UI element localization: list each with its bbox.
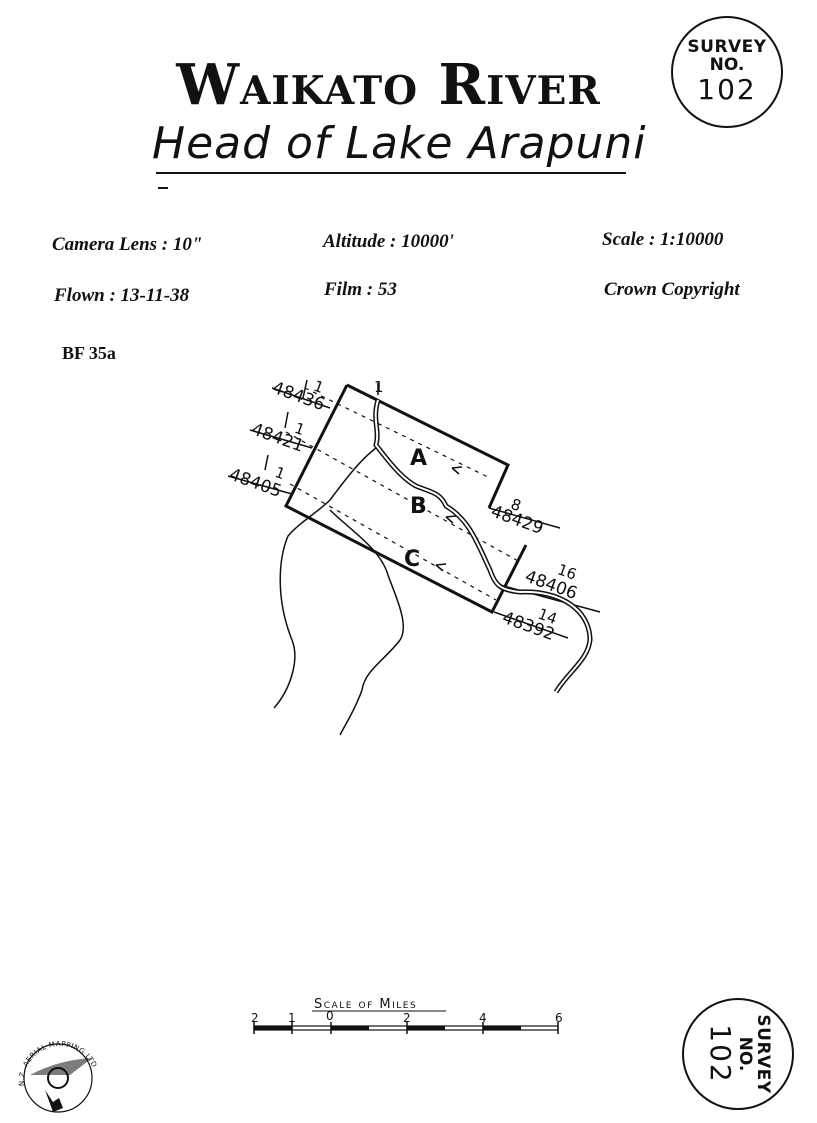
end-underline-a [488,507,561,529]
flight-line-label-a: A [410,446,427,471]
coverage-boundary [283,383,528,615]
scale-tick-label: 2 [403,1011,411,1025]
scale-tick-label: 0 [326,1009,334,1023]
camera-lens-info: Camera Lens : 10" [52,234,203,255]
copyright-info: Crown Copyright [604,279,740,300]
start-tick-b [284,411,289,429]
flight-line-label-c: C [404,547,420,572]
altitude-info: Altitude : 10000' [323,231,454,252]
subtitle-underline [156,172,626,174]
start-underline-a [271,387,331,409]
survey-stamp-bottom: SURVEY NO. 102 [682,998,794,1110]
scale-bar: Scale of Miles 2 1 0 2 4 6 [251,997,563,1034]
top-frame-marker: 1 [374,378,384,396]
end-frame-c: 14 [535,605,559,628]
stamp-number: 102 [697,73,757,107]
direction-arrow-b [445,515,457,524]
stamp-no-label: NO. [734,1036,755,1072]
flight-line-c [289,483,497,601]
end-frame-b: 16 [555,560,579,583]
sheet-reference: BF 35a [62,343,116,363]
flight-line-label-b: B [410,494,427,519]
film-info: Film : 53 [324,279,397,300]
map-title: Waikato River [176,52,601,118]
scale-tick-label: 4 [479,1011,487,1025]
scale-info: Scale : 1:10000 [602,229,724,250]
svg-text:N.Z. AERIAL MAPPING LTD.: N.Z. AERIAL MAPPING LTD. [0,0,98,1086]
stamp-no-label: NO. [709,55,745,76]
logo-text: N.Z. AERIAL MAPPING LTD. [0,0,98,1086]
stamp-survey-label: SURVEY [752,1014,773,1094]
stamp-number: 102 [703,1024,737,1084]
lake-shoreline [273,447,377,709]
river-channel [373,399,593,694]
start-underline-c [227,475,293,495]
scale-tick-label: 6 [555,1011,563,1025]
divider-mark [158,187,168,189]
end-underline-c [493,611,569,639]
scale-tick-label: 1 [288,1011,296,1025]
lake-shoreline-east [329,509,405,736]
scale-tick-label: 2 [251,1011,259,1025]
start-underline-b [249,429,313,449]
start-tick-c [264,454,269,471]
company-logo: N.Z. AERIAL MAPPING LTD. [0,0,98,1113]
flown-date-info: Flown : 13-11-38 [54,285,190,306]
start-tick-a [302,379,308,399]
direction-arrow-c [435,563,447,572]
direction-arrow-a [451,466,463,475]
map-subtitle: Head of Lake Arapuni [152,118,647,169]
flight-line-a [304,387,491,479]
survey-stamp-top: SURVEY NO. 102 [671,16,783,128]
scale-bar-title: Scale of Miles [314,997,417,1012]
stamp-survey-label: SURVEY [687,37,767,58]
flight-line-b [285,431,521,563]
